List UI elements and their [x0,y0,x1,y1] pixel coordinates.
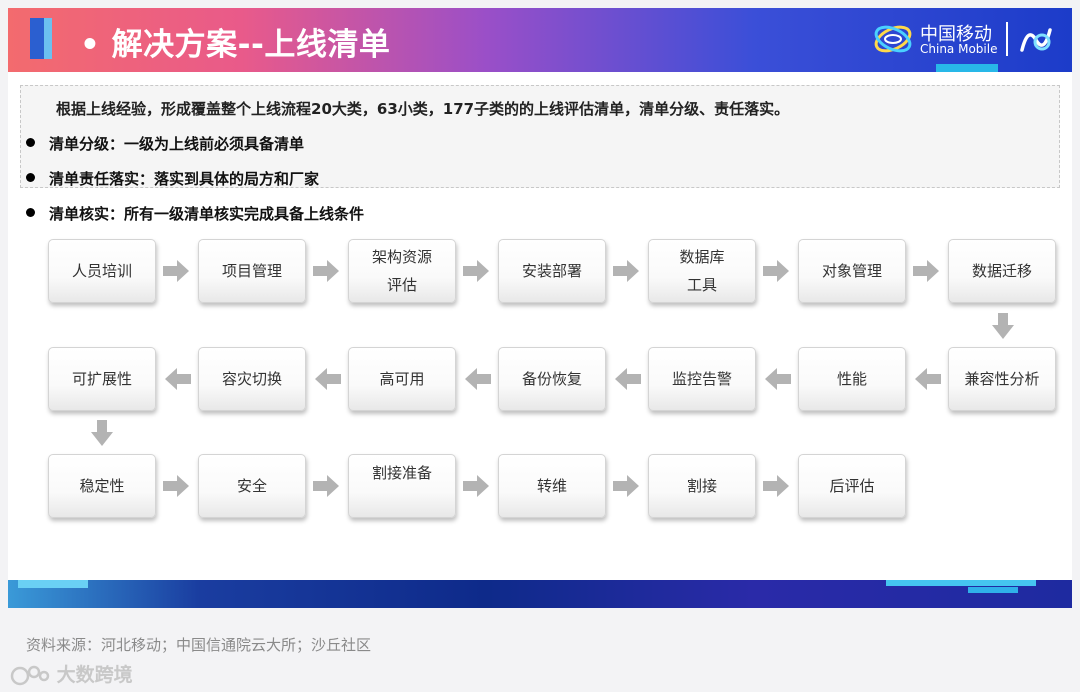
arrow-right-icon [613,475,639,497]
arrow-left-icon [615,368,641,390]
logo-divider [1006,22,1008,56]
arrow-left-icon [465,368,491,390]
flow-step-data-migration: 数据迁移 [948,239,1056,303]
watermark-logo-icon [10,665,50,685]
flow-step-handover: 转维 [498,454,606,518]
header-accent-block [30,18,44,59]
flow-step-db-tools: 数据库 工具 [648,239,756,303]
partner-logo-icon [1020,28,1052,52]
source-note: 资料来源：河北移动；中国信通院云大所；沙丘社区 [26,636,372,654]
flow-step-install: 安装部署 [498,239,606,303]
flow-step-backup: 备份恢复 [498,347,606,411]
arrow-down-icon [91,420,113,446]
flow-step-scalability: 可扩展性 [48,347,156,411]
arrow-left-icon [315,368,341,390]
page-title: • 解决方案--上线清单 [80,27,391,63]
arrow-right-icon [763,260,789,282]
arrow-left-icon [765,368,791,390]
arrow-left-icon [165,368,191,390]
flow-step-security: 安全 [198,454,306,518]
flow-step-cutover-prep: 割接准备 [348,454,456,518]
watermark: 大数跨境 [10,660,133,688]
bullet-item: 清单分级：一级为上线前必须具备清单 [26,133,304,154]
arrow-right-icon [463,260,489,282]
bullet-dot-icon [26,173,35,182]
arrow-right-icon [463,475,489,497]
footer-accent [18,580,88,588]
footer-accent [886,580,1036,586]
flow-step-ha: 高可用 [348,347,456,411]
flow-step-performance: 性能 [798,347,906,411]
arrow-right-icon [913,260,939,282]
flow-step-stability: 稳定性 [48,454,156,518]
bullet-dot-icon [26,208,35,217]
flow-step-cutover: 割接 [648,454,756,518]
arrow-right-icon [763,475,789,497]
flow-step-object-mgmt: 对象管理 [798,239,906,303]
arrow-right-icon [163,260,189,282]
header-accent-block-light [44,18,52,59]
watermark-text: 大数跨境 [56,664,133,686]
bullet-item: 清单核实：所有一级清单核实完成具备上线条件 [26,203,364,224]
footer-accent [968,587,1018,593]
bullet-item: 清单责任落实：落实到具体的局方和厂家 [26,168,319,189]
arrow-right-icon [313,260,339,282]
flow-step-arch-eval: 架构资源 评估 [348,239,456,303]
flow-step-compatibility: 兼容性分析 [948,347,1056,411]
arrow-right-icon [613,260,639,282]
bullet-text: 清单核实：所有一级清单核实完成具备上线条件 [49,205,365,223]
china-mobile-emblem-icon [874,25,912,53]
logo-text-cn: 中国移动 [920,24,992,45]
arrow-left-icon [915,368,941,390]
bullet-dot-icon [26,138,35,147]
header-cyan-accent [936,64,998,72]
intro-text: 根据上线经验，形成覆盖整个上线流程20大类，63小类，177子类的的上线评估清单… [56,100,790,118]
flow-step-dr-switch: 容灾切换 [198,347,306,411]
header-bar: • 解决方案--上线清单 中国移动 China Mobile [8,8,1072,72]
flow-step-training: 人员培训 [48,239,156,303]
arrow-down-icon [992,313,1014,339]
flow-step-monitoring: 监控告警 [648,347,756,411]
bullet-text: 清单责任落实：落实到具体的局方和厂家 [49,170,320,188]
slide: • 解决方案--上线清单 中国移动 China Mobile 根据上线经验，形成… [8,8,1072,608]
arrow-right-icon [313,475,339,497]
logo-text-en: China Mobile [920,42,998,56]
flow-step-post-eval: 后评估 [798,454,906,518]
description-box [20,85,1060,188]
flow-step-project-mgmt: 项目管理 [198,239,306,303]
bullet-text: 清单分级：一级为上线前必须具备清单 [49,135,305,153]
arrow-right-icon [163,475,189,497]
china-mobile-logo: 中国移动 China Mobile [872,18,1062,62]
